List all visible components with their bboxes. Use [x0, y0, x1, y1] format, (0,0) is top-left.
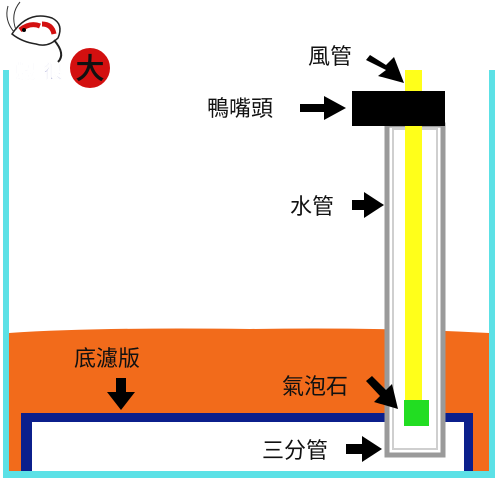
logo: 蝦 很 大 [6, 1, 112, 90]
arrow-water-pipe [352, 192, 384, 218]
arrow-duckbill [300, 96, 346, 120]
arrow-airstone [366, 376, 398, 409]
logo-char-xia: 蝦 [16, 62, 35, 83]
duckbill-outlet [352, 91, 445, 126]
tank-left-wall [3, 70, 9, 478]
label-duckbill: 鴨嘴頭 [207, 97, 273, 122]
air-tube [405, 70, 422, 408]
logo-char-da: 大 [76, 52, 104, 85]
airstone [404, 400, 429, 426]
logo-char-hen: 很 [44, 61, 62, 83]
tank-bottom [3, 471, 495, 478]
label-undergravel-plate: 底濾版 [74, 347, 140, 372]
label-tee-pipe: 三分管 [262, 439, 328, 464]
shrimp-icon [6, 1, 63, 63]
logo-badge [69, 47, 111, 89]
arrow-air-tube [366, 55, 404, 83]
label-water-pipe: 水管 [290, 195, 334, 220]
arrow-undergravel-plate [107, 378, 135, 410]
label-air-tube: 風管 [308, 45, 352, 70]
tank-right-wall [489, 70, 495, 478]
label-airstone: 氣泡石 [282, 375, 348, 400]
arrow-tee-pipe [346, 436, 382, 462]
